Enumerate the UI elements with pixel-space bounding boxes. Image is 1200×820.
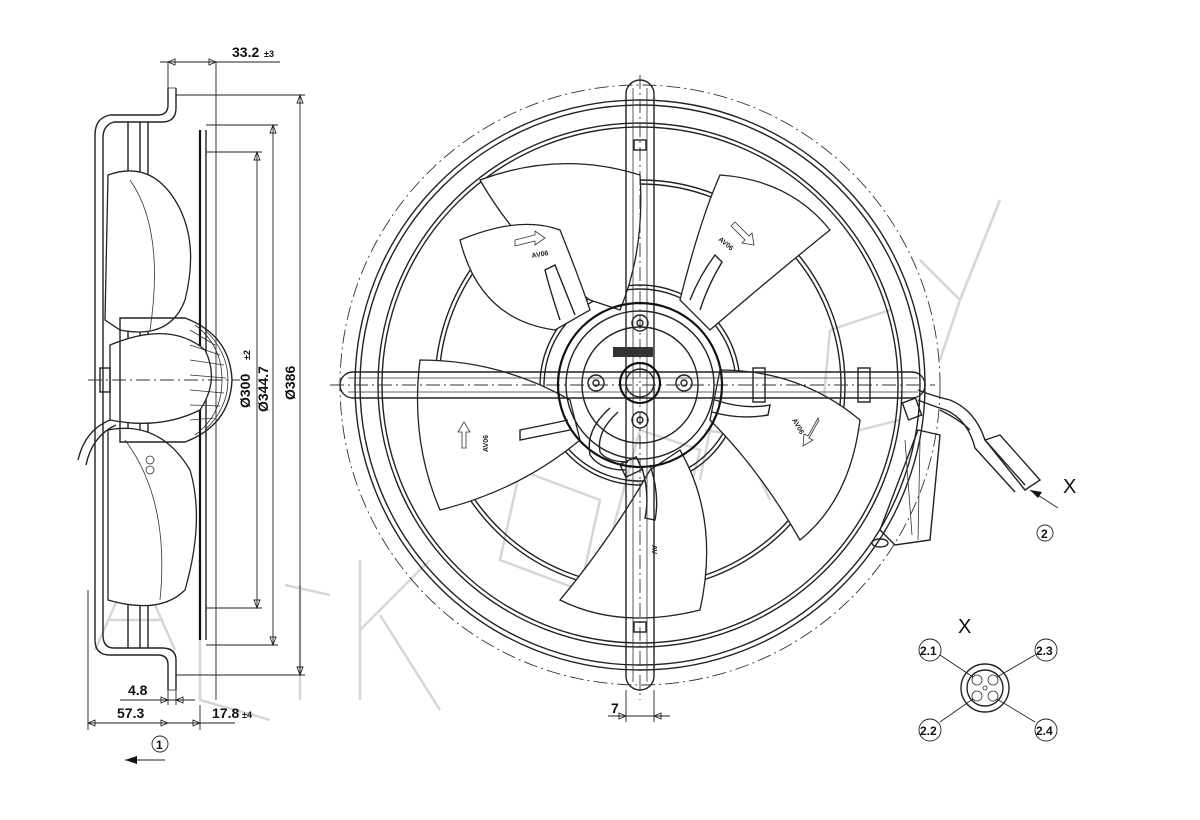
front-dimensions: 7 X 2 bbox=[608, 476, 1076, 722]
detail-x-title: X bbox=[958, 616, 971, 638]
connector-detail-x: X 2.1 2.3 2.2 2.4 bbox=[918, 616, 1058, 742]
side-dimensions: 33.2 ±3 Ø300 ±2 Ø344.7 Ø386 4.8 57.3 17.… bbox=[86, 44, 305, 764]
dim-4-8-label: 4.8 bbox=[128, 682, 148, 698]
side-blade-lower bbox=[107, 427, 198, 607]
dim-17-8-tolerance: ±4 bbox=[242, 710, 252, 720]
callout-2: 2 bbox=[1041, 527, 1048, 541]
dim-57-3-label: 57.3 bbox=[117, 705, 144, 721]
view-x-arrow-icon bbox=[1030, 490, 1042, 498]
pin-2-1-label: 2.1 bbox=[920, 644, 937, 658]
callout-1: 1 bbox=[156, 738, 163, 752]
blade-mark-1: AV06 bbox=[531, 250, 549, 260]
front-blade-2 bbox=[679, 174, 831, 331]
dim-33-2-label: 33.2 bbox=[232, 44, 259, 60]
dim-33-2-tolerance: ±3 bbox=[264, 49, 274, 59]
side-frame-outline bbox=[94, 88, 169, 690]
dim-300-tolerance: ±2 bbox=[242, 350, 252, 360]
motor-label-plate bbox=[613, 347, 653, 357]
side-view bbox=[77, 87, 240, 691]
dim-7-label: 7 bbox=[611, 700, 619, 716]
dim-386-label: Ø386 bbox=[282, 366, 298, 400]
blade-mark-4: AV06 bbox=[483, 435, 490, 452]
front-view: AV06 AV06 AV06 AV06 AV bbox=[330, 75, 1042, 700]
side-blade-upper bbox=[104, 170, 192, 333]
dim-300-label: Ø300 bbox=[237, 374, 253, 408]
front-blade-6 bbox=[459, 223, 591, 331]
front-blade-3 bbox=[709, 369, 861, 541]
pin-2-3-label: 2.3 bbox=[1036, 644, 1053, 658]
pin-2-4-label: 2.4 bbox=[1036, 724, 1053, 738]
pin-2-2-label: 2.2 bbox=[920, 724, 937, 738]
motor-housing bbox=[556, 301, 724, 469]
side-frame-inner bbox=[102, 88, 177, 690]
connector-outer bbox=[960, 663, 1010, 713]
front-blade-5 bbox=[416, 359, 581, 511]
shaft-hub bbox=[618, 361, 662, 405]
view-x-arrow-label: X bbox=[1063, 476, 1076, 498]
cable-gland bbox=[879, 429, 941, 546]
side-motor bbox=[119, 317, 233, 443]
dim-344-7-label: Ø344.7 bbox=[255, 366, 271, 412]
blade-mark-5: AV bbox=[650, 545, 657, 555]
airflow-arrow-icon bbox=[125, 756, 137, 764]
cable-connector-plug bbox=[983, 434, 1042, 491]
dim-17-8-label: 17.8 bbox=[212, 705, 239, 721]
